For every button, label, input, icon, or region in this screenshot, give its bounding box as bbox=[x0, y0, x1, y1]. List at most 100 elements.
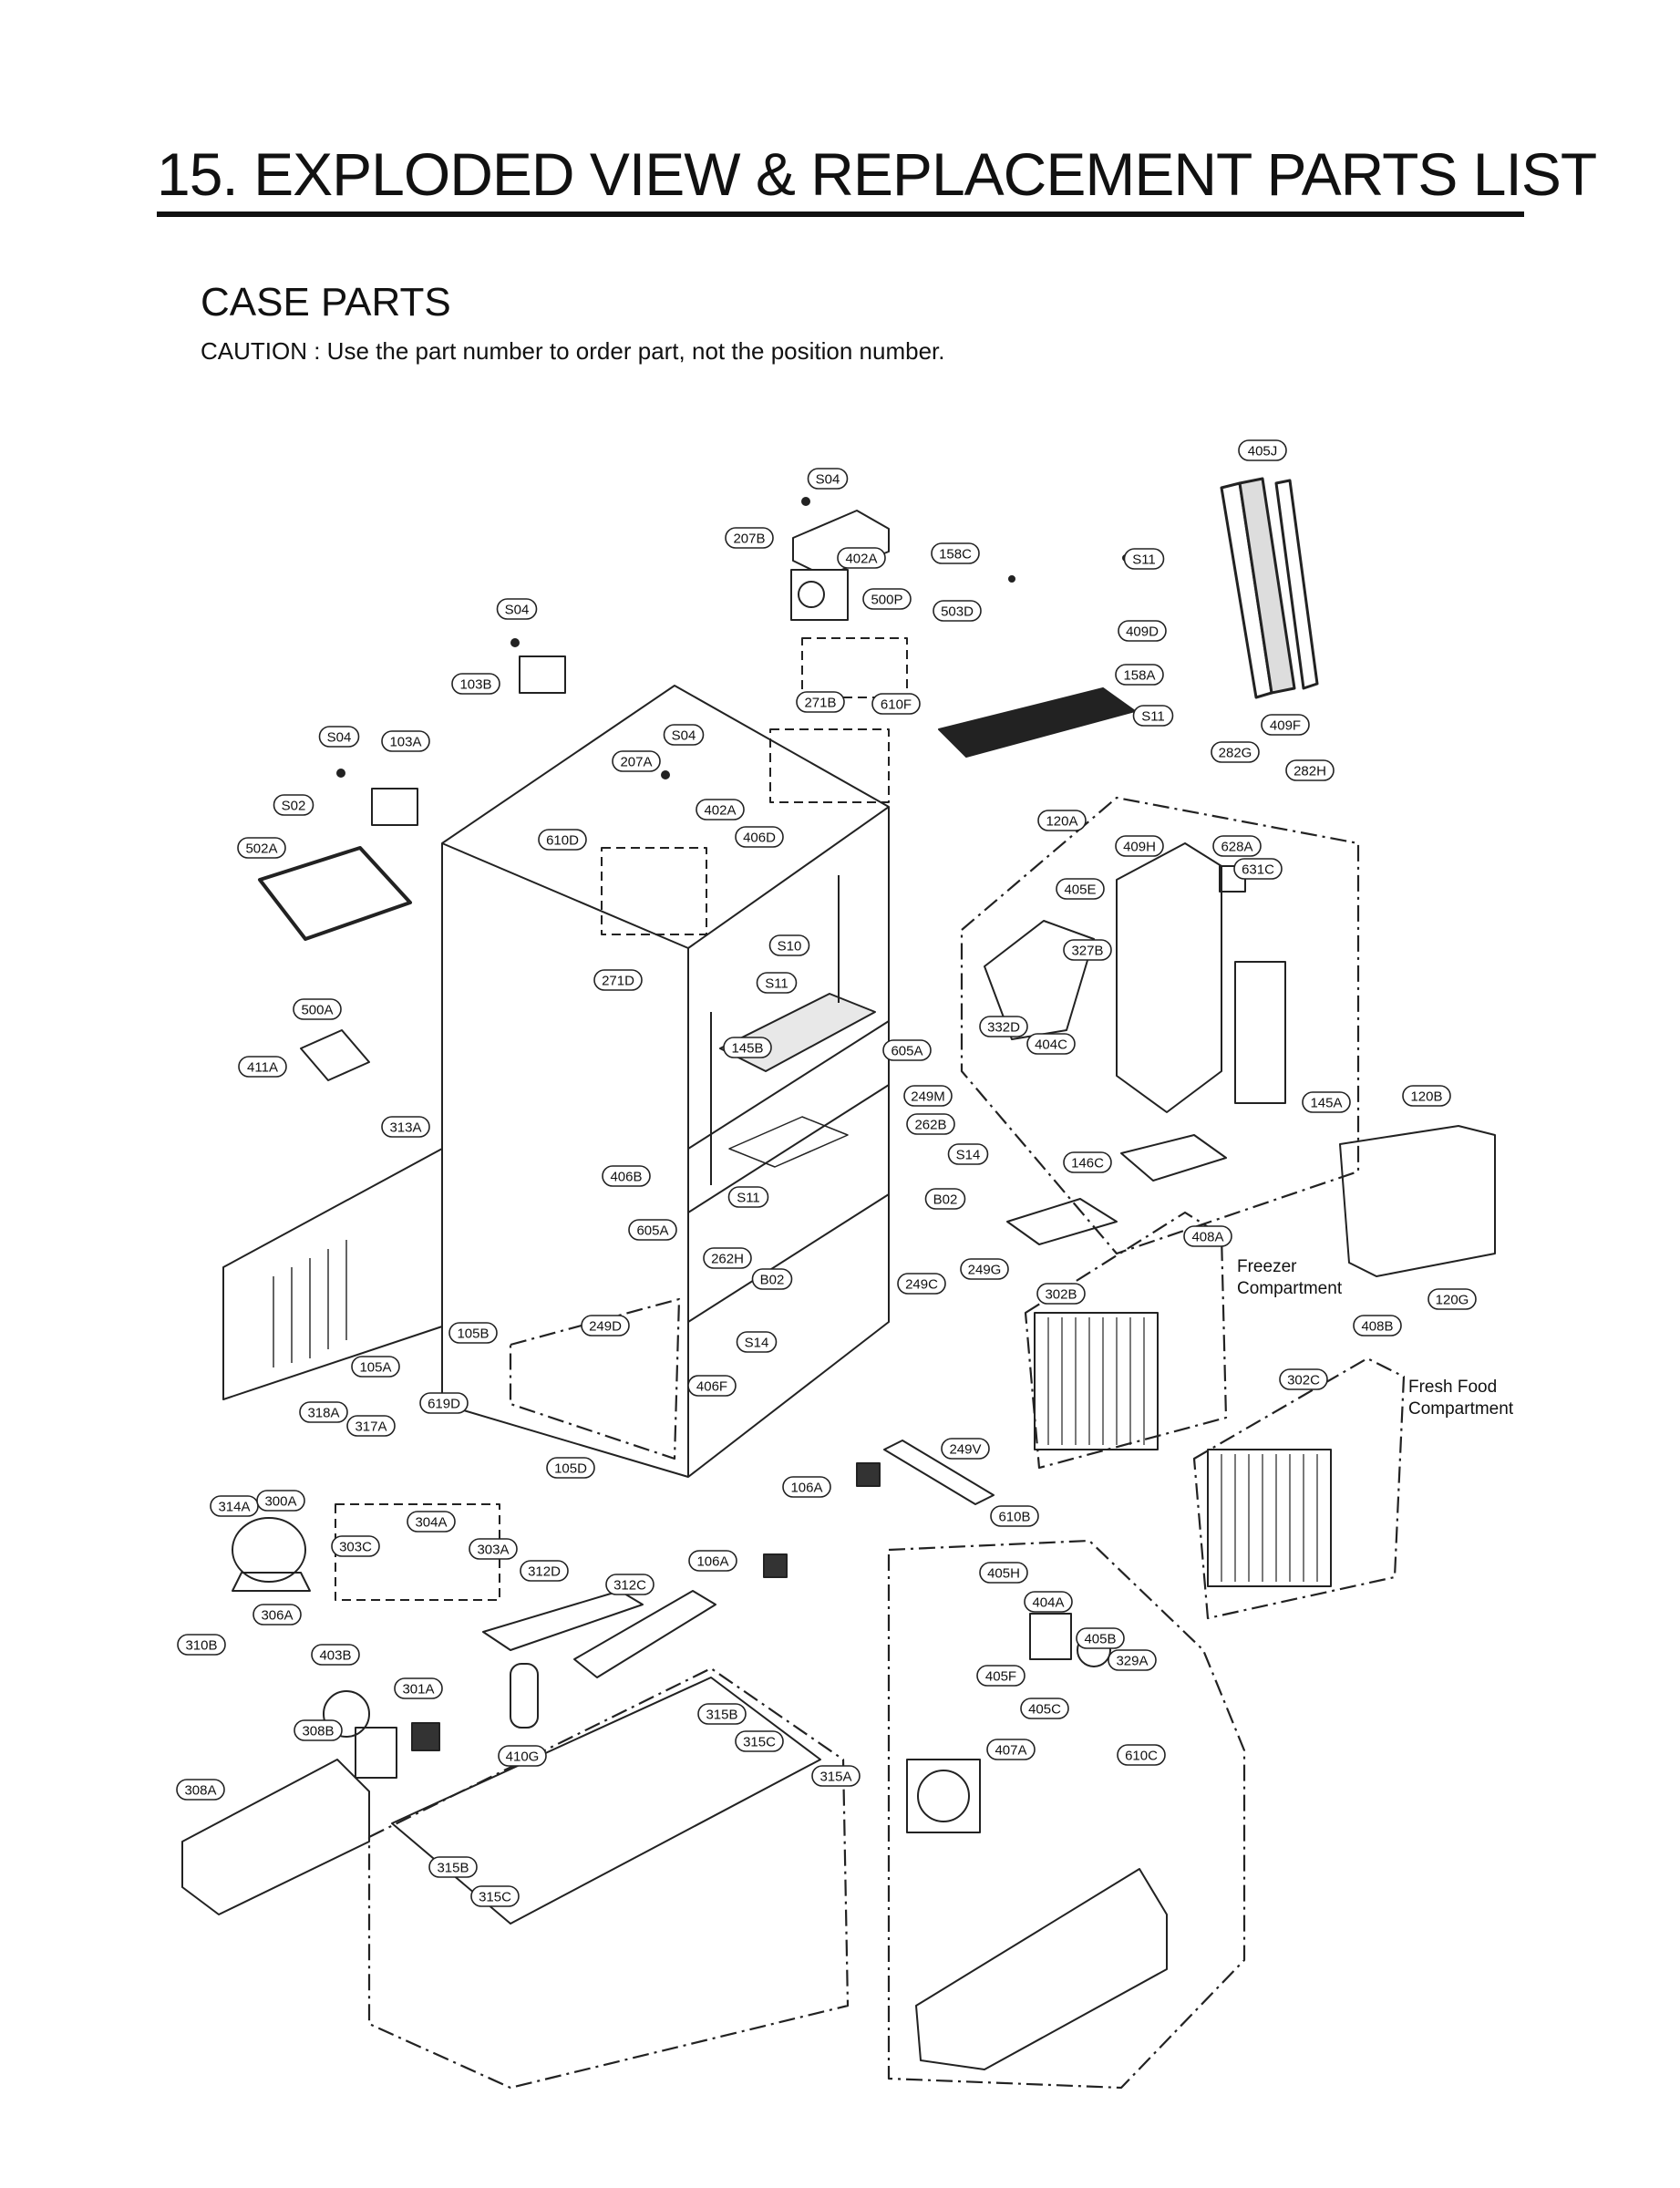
part-label-405f: 405F bbox=[976, 1665, 1026, 1687]
part-label-315c: 315C bbox=[470, 1885, 520, 1907]
part-label-103b: 103B bbox=[451, 673, 500, 695]
svg-text:302C: 302C bbox=[1287, 1373, 1320, 1388]
svg-text:405J: 405J bbox=[1248, 444, 1278, 459]
svg-text:318A: 318A bbox=[307, 1406, 339, 1421]
svg-text:301A: 301A bbox=[402, 1682, 434, 1698]
part-label-s14: S14 bbox=[736, 1331, 778, 1353]
shelf-146c bbox=[1006, 1198, 1118, 1245]
svg-text:103A: 103A bbox=[389, 735, 421, 750]
part-label-s04: S04 bbox=[496, 598, 538, 620]
svg-text:405C: 405C bbox=[1028, 1702, 1061, 1718]
svg-text:409F: 409F bbox=[1270, 718, 1301, 734]
svg-text:605A: 605A bbox=[636, 1223, 668, 1239]
part-label-282g: 282G bbox=[1211, 741, 1260, 763]
part-label-s14: S14 bbox=[947, 1143, 989, 1165]
part-label-315b: 315B bbox=[697, 1703, 747, 1725]
part-label-406b: 406B bbox=[602, 1165, 651, 1187]
svg-text:404C: 404C bbox=[1035, 1037, 1067, 1053]
svg-text:409D: 409D bbox=[1126, 624, 1159, 640]
part-label-b02: B02 bbox=[751, 1268, 793, 1290]
svg-text:500P: 500P bbox=[871, 593, 902, 608]
part-label-605a: 605A bbox=[628, 1219, 677, 1241]
fan-duct bbox=[906, 1613, 1168, 2070]
harness-box bbox=[801, 637, 908, 698]
part-label-145a: 145A bbox=[1302, 1091, 1351, 1113]
back-panel bbox=[222, 1148, 443, 1400]
svg-text:S10: S10 bbox=[778, 939, 802, 955]
freezer-compartment-note: Freezer Compartment bbox=[1237, 1256, 1342, 1300]
svg-text:158A: 158A bbox=[1123, 668, 1155, 684]
svg-text:500A: 500A bbox=[301, 1003, 333, 1018]
svg-text:327B: 327B bbox=[1071, 944, 1103, 959]
leveling-leg bbox=[856, 1462, 881, 1487]
part-label-s11: S11 bbox=[1132, 705, 1174, 727]
part-label-249m: 249M bbox=[903, 1085, 953, 1107]
part-label-s11: S11 bbox=[727, 1186, 769, 1208]
svg-text:145A: 145A bbox=[1310, 1096, 1342, 1111]
svg-text:249M: 249M bbox=[911, 1089, 945, 1105]
svg-text:B02: B02 bbox=[760, 1273, 785, 1288]
part-label-300a: 300A bbox=[256, 1490, 305, 1512]
fresh-food-compartment-note: Fresh Food Compartment bbox=[1408, 1377, 1513, 1420]
part-label-610c: 610C bbox=[1117, 1744, 1166, 1766]
part-label-120a: 120A bbox=[1037, 810, 1087, 831]
302b-outline bbox=[1024, 1211, 1228, 1470]
part-label-s04: S04 bbox=[807, 468, 849, 490]
svg-text:S04: S04 bbox=[505, 603, 530, 618]
svg-text:405H: 405H bbox=[987, 1566, 1020, 1582]
part-label-314a: 314A bbox=[210, 1495, 259, 1517]
svg-text:312D: 312D bbox=[528, 1564, 561, 1580]
svg-text:249C: 249C bbox=[905, 1277, 938, 1293]
part-label-158c: 158C bbox=[931, 542, 980, 564]
svg-text:249G: 249G bbox=[968, 1263, 1002, 1278]
part-label-403b: 403B bbox=[311, 1644, 360, 1666]
part-label-500p: 500P bbox=[862, 588, 912, 610]
part-label-610b: 610B bbox=[990, 1505, 1039, 1527]
svg-text:315B: 315B bbox=[706, 1708, 737, 1723]
part-label-s04: S04 bbox=[318, 726, 360, 748]
part-label-271d: 271D bbox=[593, 969, 643, 991]
part-label-312d: 312D bbox=[520, 1560, 569, 1582]
part-label-619d: 619D bbox=[419, 1392, 469, 1414]
cover-312c bbox=[573, 1590, 716, 1678]
svg-text:313A: 313A bbox=[389, 1120, 421, 1136]
svg-text:408B: 408B bbox=[1361, 1319, 1393, 1335]
fresh-label-line2: Compartment bbox=[1408, 1399, 1514, 1419]
part-label-605a: 605A bbox=[882, 1039, 932, 1061]
svg-text:145B: 145B bbox=[731, 1041, 763, 1057]
svg-text:405B: 405B bbox=[1084, 1632, 1116, 1647]
part-label-145b: 145B bbox=[723, 1037, 772, 1058]
part-label-406f: 406F bbox=[687, 1375, 737, 1397]
svg-text:308A: 308A bbox=[184, 1783, 216, 1799]
heater-mat bbox=[938, 687, 1136, 758]
svg-text:146C: 146C bbox=[1071, 1156, 1104, 1171]
part-label-303a: 303A bbox=[469, 1538, 518, 1560]
part-label-s02: S02 bbox=[273, 794, 314, 816]
part-label-249d: 249D bbox=[581, 1315, 630, 1337]
svg-text:406F: 406F bbox=[696, 1379, 727, 1395]
svg-text:S04: S04 bbox=[816, 472, 840, 488]
part-label-310b: 310B bbox=[177, 1634, 226, 1656]
svg-text:410G: 410G bbox=[506, 1749, 540, 1765]
part-label-308a: 308A bbox=[176, 1779, 225, 1801]
part-label-304a: 304A bbox=[407, 1511, 456, 1533]
part-label-249c: 249C bbox=[897, 1273, 946, 1295]
svg-text:S14: S14 bbox=[956, 1148, 981, 1163]
compressor bbox=[232, 1517, 311, 1592]
part-label-207a: 207A bbox=[612, 750, 661, 772]
svg-text:105B: 105B bbox=[457, 1326, 489, 1342]
base-outline bbox=[367, 1667, 850, 2090]
svg-text:402A: 402A bbox=[704, 803, 736, 819]
svg-text:120A: 120A bbox=[1046, 814, 1077, 830]
svg-text:300A: 300A bbox=[264, 1494, 296, 1510]
svg-text:S11: S11 bbox=[765, 976, 788, 992]
svg-text:502A: 502A bbox=[245, 841, 277, 857]
part-label-318a: 318A bbox=[299, 1401, 348, 1423]
svg-text:304A: 304A bbox=[415, 1515, 447, 1531]
gasket bbox=[258, 846, 412, 941]
svg-text:628A: 628A bbox=[1221, 840, 1252, 855]
part-label-409f: 409F bbox=[1261, 714, 1310, 736]
machine-cover bbox=[181, 1759, 370, 1915]
part-label-315a: 315A bbox=[811, 1765, 861, 1787]
svg-text:S04: S04 bbox=[672, 728, 696, 744]
